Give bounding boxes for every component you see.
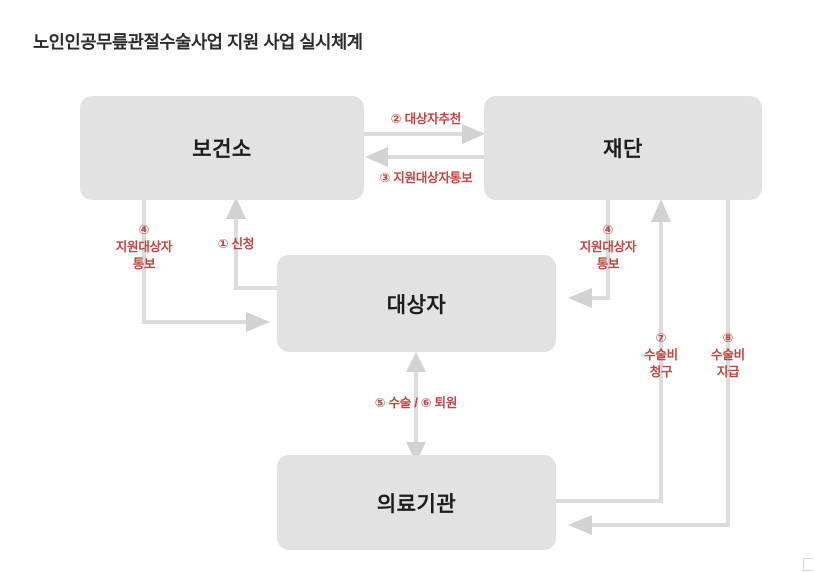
node-label-medical-institution: 의료기관 — [376, 492, 457, 516]
edge-label-step-4-right-line1: 지원대상자 — [579, 239, 637, 254]
connector-step-8 — [568, 200, 730, 535]
connector-step-2 — [364, 124, 485, 144]
edge-label-step-4-right-marker: ④ — [602, 223, 614, 237]
edge-label-step-8-line1: 수술비 — [711, 347, 745, 362]
edge-label-step-8-marker: ⑧ — [722, 331, 734, 345]
edge-label-step-7-marker: ⑦ — [655, 331, 667, 345]
corner-mark — [803, 558, 813, 571]
edge-label-step-2: ② 대상자추천 — [366, 111, 486, 128]
node-label-foundation: 재단 — [603, 138, 643, 161]
connector-step-7 — [556, 199, 671, 503]
node-foundation[interactable]: 재단 — [484, 96, 762, 200]
connector-step-1 — [226, 197, 277, 290]
connector-step-3 — [365, 147, 484, 167]
connector-step-4-right — [568, 200, 610, 308]
page-title: 노인인공무릎관절수술사업 지원 사업 실시체계 — [33, 32, 363, 52]
edge-label-step-4-left-line1: 지원대상자 — [115, 239, 173, 254]
edge-label-step-7-line1: 수술비 — [644, 347, 678, 362]
connector-step-4-left — [142, 200, 270, 332]
edge-label-step-5-6: ⑤ 수술 / ⑥ 퇴원 — [346, 395, 486, 412]
connector-step-5-6 — [406, 352, 426, 462]
edge-label-step-7: ⑦ 수술비 청구 — [631, 330, 691, 381]
node-health-center[interactable]: 보건소 — [80, 96, 364, 200]
edge-label-step-1: ① 신청 — [200, 236, 272, 253]
edge-label-step-4-left: ④ 지원대상자 통보 — [94, 222, 194, 273]
edge-label-step-4-right-line2: 통보 — [596, 256, 620, 271]
edge-label-step-4-right: ④ 지원대상자 통보 — [558, 222, 658, 273]
edge-label-step-4-left-line2: 통보 — [132, 256, 156, 271]
node-subject[interactable]: 대상자 — [277, 255, 556, 352]
edge-label-step-3: ③ 지원대상자통보 — [358, 170, 494, 187]
edge-label-step-2-text: ② 대상자추천 — [390, 112, 462, 126]
edge-label-step-8-line2: 지급 — [716, 364, 740, 379]
edge-label-step-1-text: ① 신청 — [217, 237, 255, 251]
edge-label-step-7-line2: 청구 — [649, 364, 673, 379]
edge-label-step-5-6-text: ⑤ 수술 / ⑥ 퇴원 — [374, 396, 458, 410]
edge-label-step-3-text: ③ 지원대상자통보 — [379, 171, 473, 185]
node-label-health-center: 보건소 — [192, 138, 252, 161]
edge-label-step-4-left-marker: ④ — [138, 223, 150, 237]
edge-label-step-8: ⑧ 수술비 지급 — [698, 330, 758, 381]
node-label-subject: 대상자 — [386, 293, 447, 317]
node-medical-institution[interactable]: 의료기관 — [277, 455, 556, 550]
